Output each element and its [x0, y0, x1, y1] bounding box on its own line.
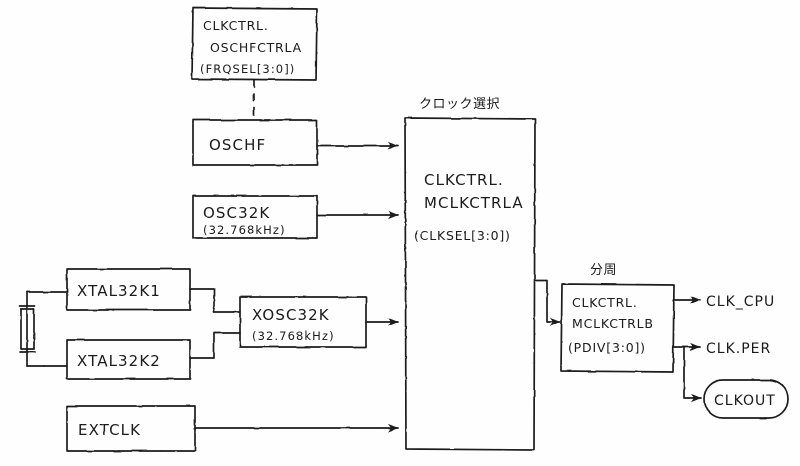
connector-xtal32k2-to-xosc32k [189, 332, 241, 359]
mclkctrlb-line3: (PDIV[3:0]) [568, 340, 646, 355]
connector-xtal32k1-to-xosc32k [189, 288, 241, 313]
clkout-oval-outline [703, 379, 789, 419]
oschfctrla-line3: (FRQSEL[3:0]) [200, 62, 295, 76]
xtal32k2-label: XTAL32K2 [77, 352, 161, 370]
clk-cpu-label: CLK_CPU [706, 294, 775, 310]
osc32k-line1: OSC32K [203, 204, 270, 222]
xtal32k2-box-outline [66, 339, 191, 380]
mclkctrlb-caption: 分周 [590, 263, 617, 278]
mclkctrlb-line2: MCLKCTRLB [572, 316, 654, 331]
connector-clk-per-to-clkout [683, 346, 702, 403]
xosc32k-line1: XOSC32K [252, 306, 330, 324]
mclkctrla-caption: クロック選択 [419, 97, 500, 112]
extclk-box-outline [66, 405, 196, 452]
oschfctrla-line1: CLKCTRL. [203, 18, 269, 33]
extclk-label: EXTCLK [78, 421, 141, 439]
mclkctrla-line1: CLKCTRL. [424, 171, 504, 189]
oschf-box-outline [192, 119, 318, 166]
xosc32k-line2: (32.768kHz) [252, 329, 335, 343]
osc32k-line2: (32.768kHz) [203, 223, 286, 237]
osc32k-box-outline [192, 195, 318, 239]
clk-per-label: CLK.PER [706, 341, 771, 357]
mclkctrlb-box-outline [560, 283, 675, 373]
xtal32k1-label: XTAL32K1 [77, 282, 161, 300]
xtal32k1-box-outline [66, 268, 191, 311]
mclkctrla-line2: MCLKCTRLA [424, 194, 524, 212]
xosc32k-box-outline [239, 296, 367, 348]
crystal-resonator-symbol [19, 291, 45, 367]
connector-mclkctrla-to-mclkctrlb [534, 279, 561, 327]
clkout-label: CLKOUT [714, 393, 776, 409]
oschf-label: OSCHF [209, 136, 266, 154]
mclkctrla-box-outline [404, 117, 536, 451]
oschfctrla-line2: OSCHFCTRLA [210, 40, 302, 55]
mclkctrla-line3: (CLKSEL[3:0]) [414, 228, 511, 243]
mclkctrlb-line1: CLKCTRL. [572, 295, 638, 310]
oschfctrla-box-outline [191, 7, 318, 81]
